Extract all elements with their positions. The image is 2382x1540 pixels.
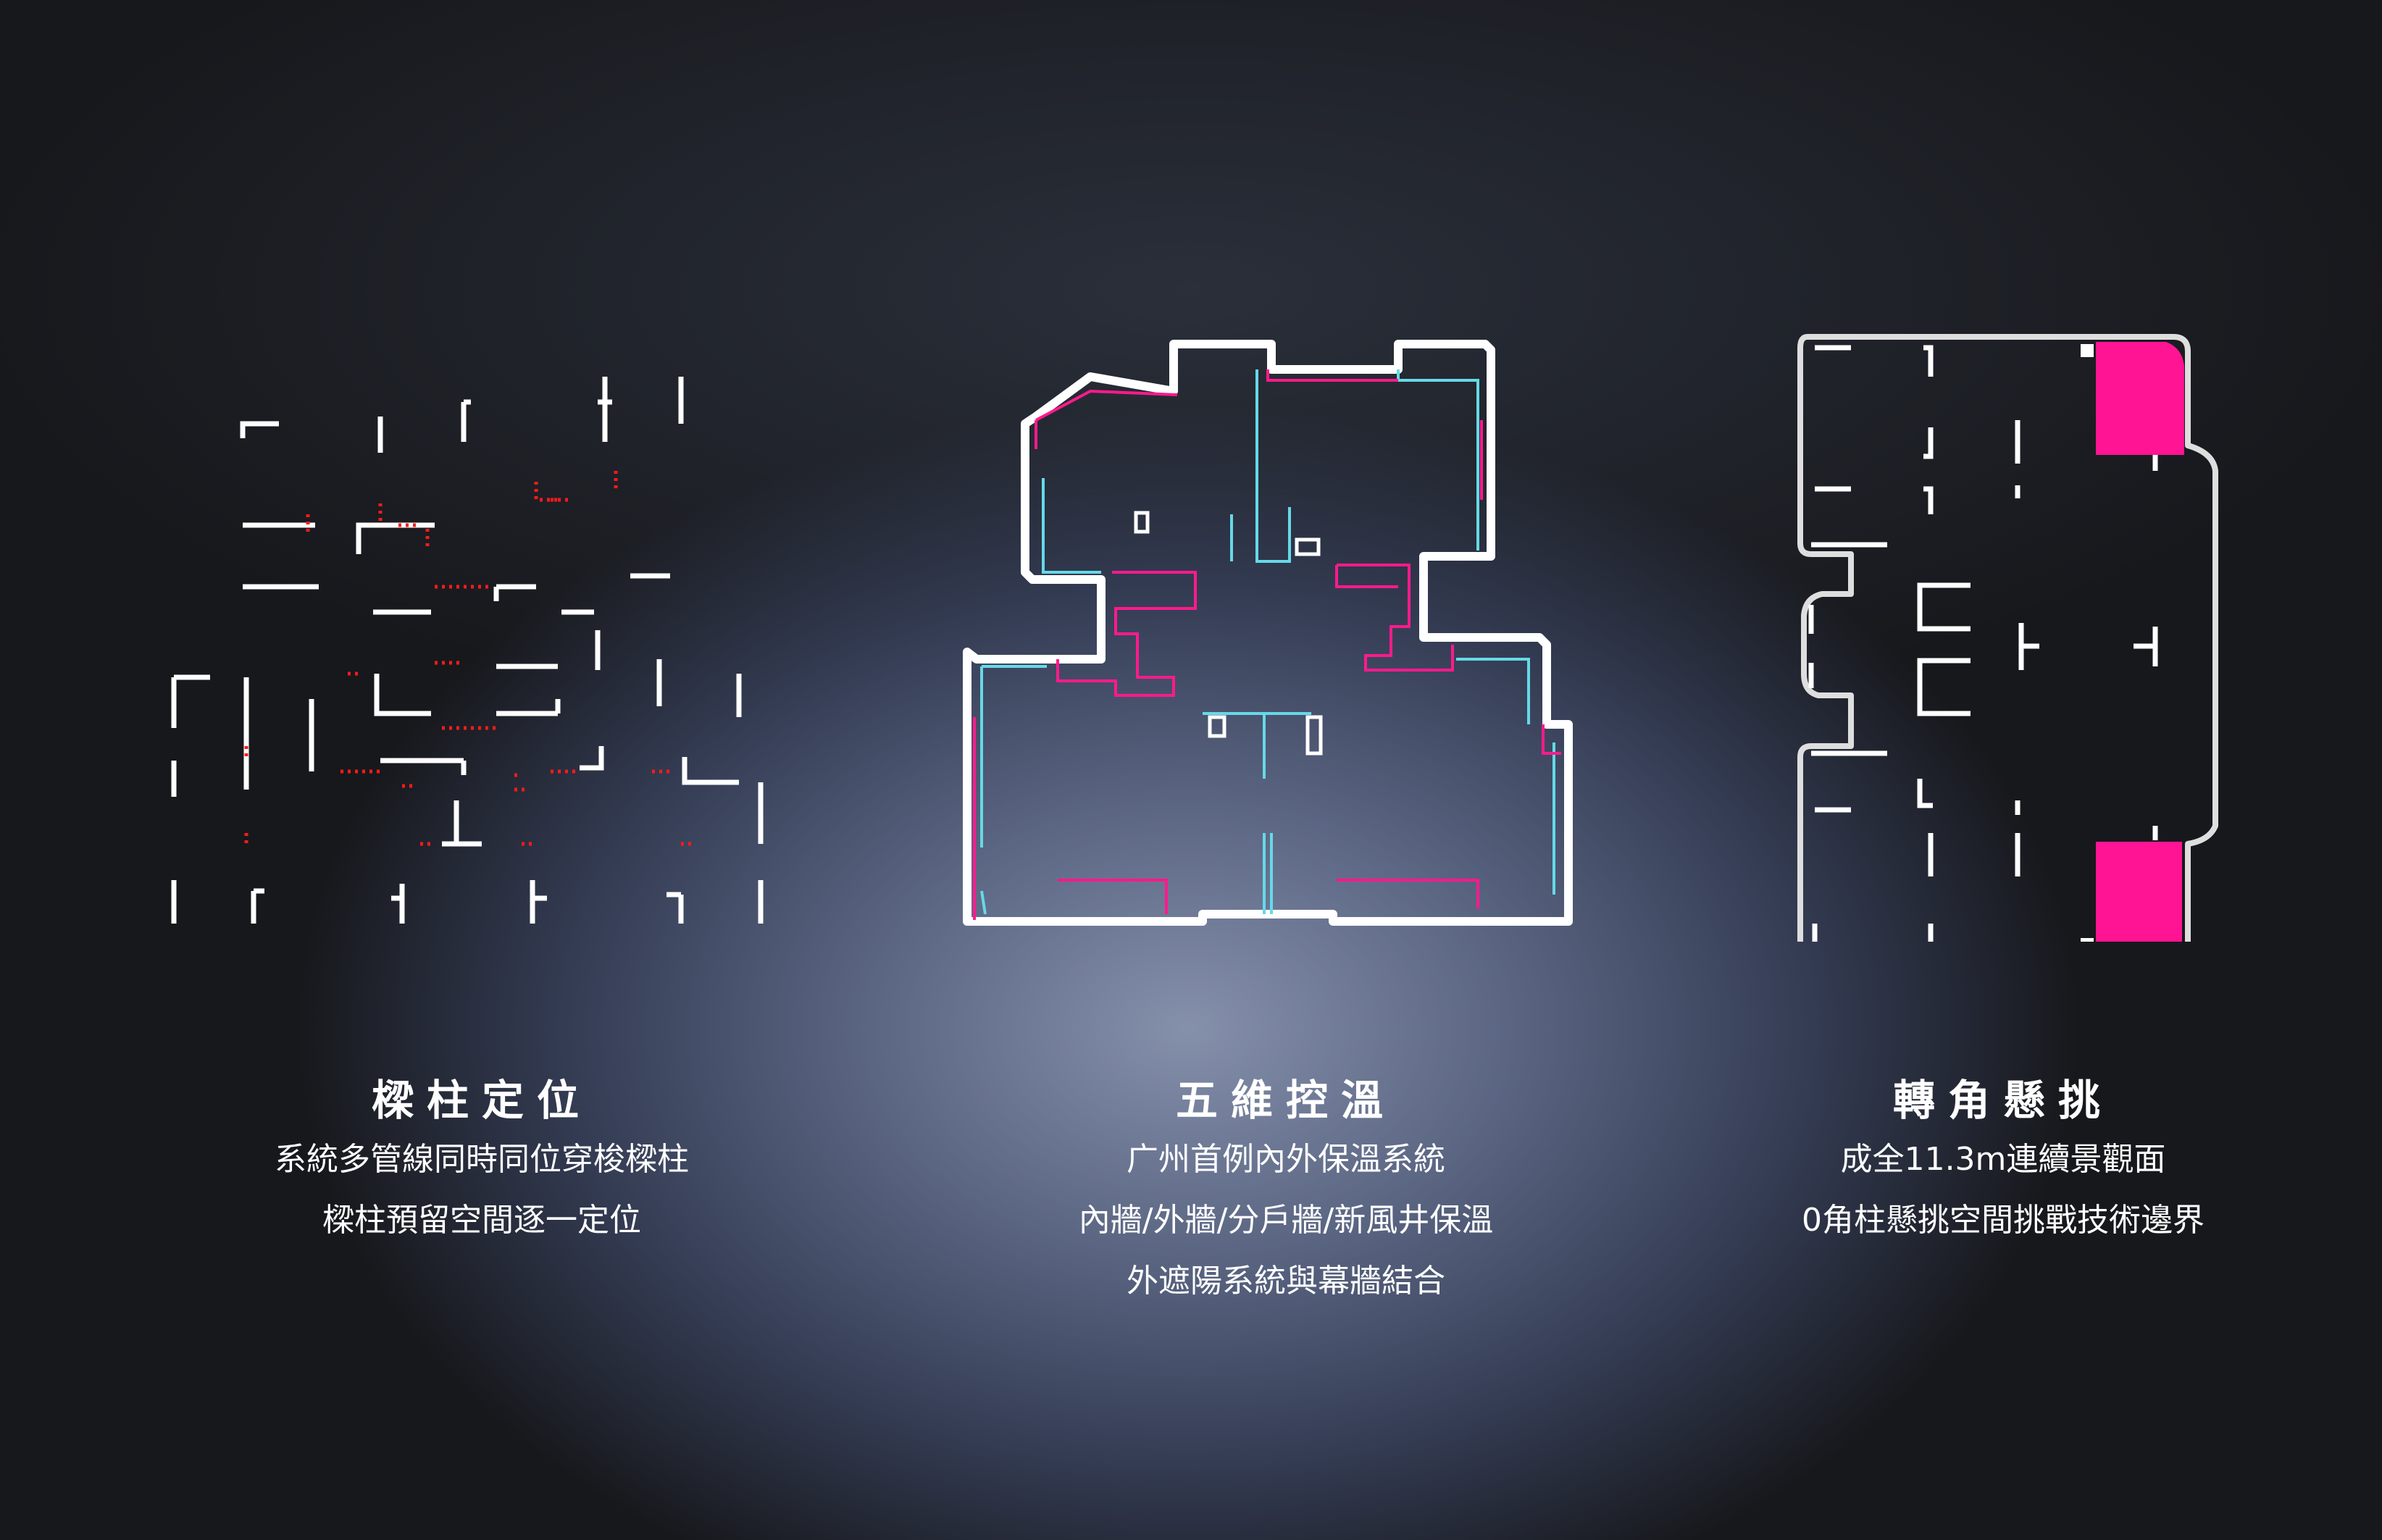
panel-line-2: 樑柱預留空間逐一定位 [322,1202,641,1239]
panel-line-2: 0角柱懸挑空間挑戰技術邊界 [1802,1202,2205,1239]
panel-title: 樑柱定位 [371,1076,592,1125]
panel-line-3: 外遮陽系統與幕牆結合 [1127,1263,1445,1300]
panel-line-2: 內牆/外牆/分戶牆/新風井保溫 [1078,1202,1494,1239]
panel-title: 轉角懸挑 [1892,1076,2113,1125]
panel-line-1: 系統多管線同時同位穿梭樑柱 [275,1141,689,1178]
panel-line-1: 成全11.3m連續景觀面 [1840,1141,2166,1178]
insulation-floor-plan-icon [963,340,1573,926]
panel-line-1: 广州首例內外保溫系統 [1127,1141,1445,1178]
beam-column-plan-icon [171,377,764,924]
cantilever-floor-plan-icon [1797,334,2218,942]
panel-title: 五維控溫 [1175,1076,1396,1125]
